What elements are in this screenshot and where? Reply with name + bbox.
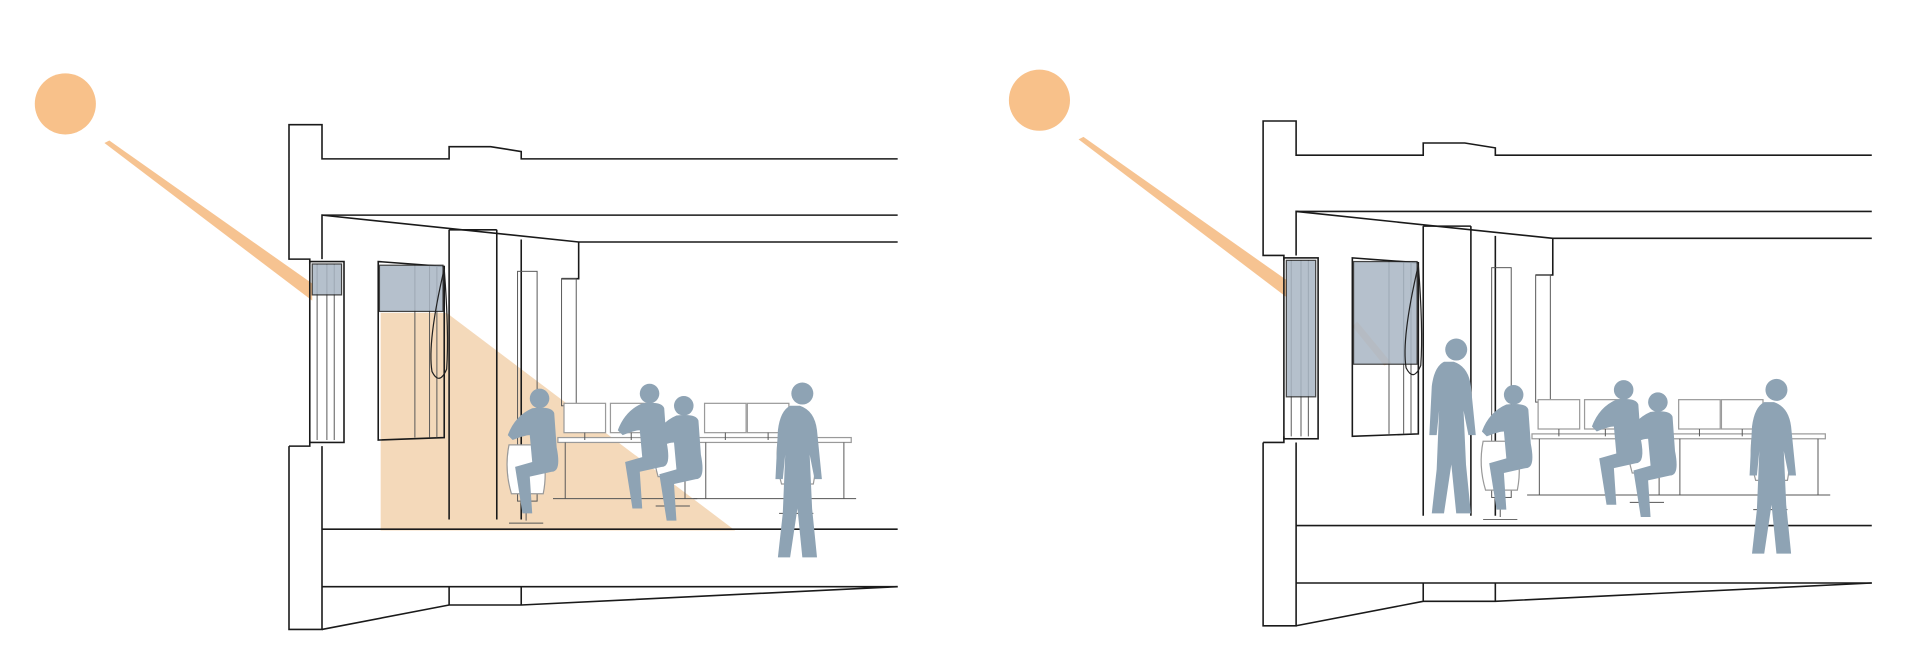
blind-cord <box>1404 265 1423 376</box>
seated-person-silhouette <box>1626 392 1677 517</box>
structure-line <box>321 585 898 631</box>
person-body <box>1429 361 1476 514</box>
standing-person-silhouette <box>1429 338 1476 514</box>
person-body <box>617 402 669 509</box>
computer-monitor <box>1537 399 1581 437</box>
sun-beam <box>1078 136 1287 297</box>
seated-person-silhouette <box>507 388 559 514</box>
seated-person-silhouette <box>1481 385 1533 510</box>
sun-beam <box>104 140 313 301</box>
computer-monitor <box>1678 399 1721 437</box>
daylight-patch <box>380 312 736 531</box>
back-window <box>1535 274 1551 403</box>
sun-icon <box>34 73 96 135</box>
computer-monitor <box>703 402 747 441</box>
person-head <box>1765 378 1788 401</box>
person-head <box>674 396 694 416</box>
seated-person-silhouette <box>617 383 669 509</box>
section-panel-blinds-lowered <box>1008 69 1872 627</box>
interior-blind <box>378 264 444 313</box>
sun-icon <box>1008 69 1070 131</box>
structure-line <box>321 214 898 260</box>
monitor-screen <box>703 402 747 434</box>
blind-cord <box>430 268 449 379</box>
exterior-window-frame <box>308 260 345 444</box>
person-body <box>775 405 822 558</box>
person-body <box>1626 411 1677 517</box>
person-head <box>1445 338 1468 361</box>
seated-person-silhouette <box>652 396 703 521</box>
person-body <box>1481 403 1533 510</box>
exterior-window-frame <box>1283 257 1319 440</box>
person-body <box>652 414 703 521</box>
seated-person-silhouette <box>1591 380 1643 505</box>
structure-line <box>1295 210 1872 256</box>
standing-person-silhouette <box>1749 378 1796 554</box>
person-head <box>639 383 660 404</box>
person-head <box>1503 385 1524 405</box>
standing-person-silhouette <box>775 382 822 558</box>
monitor-screen <box>563 402 607 434</box>
structure-line <box>561 242 580 280</box>
computer-monitor <box>563 402 607 441</box>
person-head <box>1613 380 1634 400</box>
structure-line <box>1262 436 1297 627</box>
structure-line <box>288 123 898 264</box>
back-window <box>561 278 577 407</box>
structure-line <box>1262 120 1872 261</box>
desk-top <box>1671 433 1826 440</box>
structure-line <box>1295 582 1872 627</box>
section-panel-blinds-raised <box>34 73 898 631</box>
structure-line <box>288 440 323 631</box>
monitor-screen <box>1678 399 1721 430</box>
interior-blind <box>1352 260 1418 365</box>
structure-line <box>1535 238 1554 276</box>
person-head <box>1648 392 1668 412</box>
desk-top <box>697 436 852 444</box>
person-head <box>791 382 814 405</box>
exterior-blind <box>1285 259 1317 398</box>
person-head <box>529 388 550 409</box>
person-body <box>1749 402 1796 554</box>
exterior-blind <box>311 263 343 296</box>
person-body <box>507 407 559 514</box>
office-desk <box>693 436 857 500</box>
monitor-screen <box>1537 399 1581 430</box>
office-desk <box>1667 433 1831 496</box>
person-body <box>1591 399 1643 505</box>
